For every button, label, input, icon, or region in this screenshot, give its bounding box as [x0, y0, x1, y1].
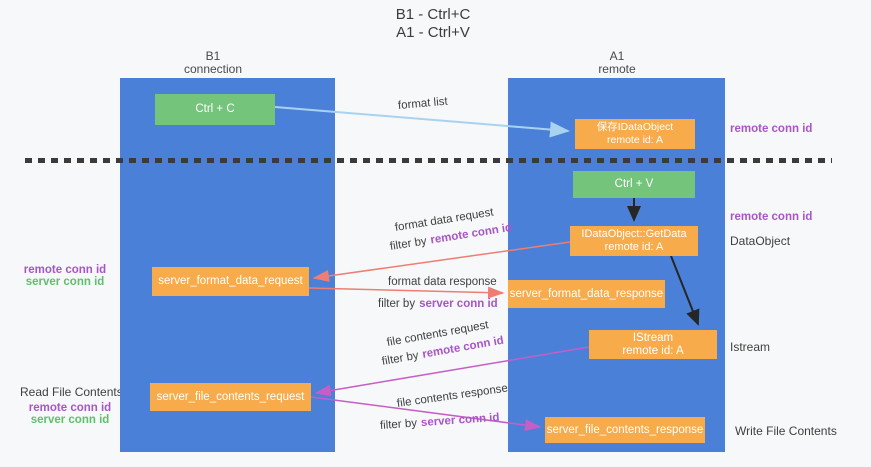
column-a1-name: A1 — [609, 49, 625, 63]
server-format-data-request-label: server_format_data_request — [158, 275, 303, 287]
filter-by-text: filter by — [379, 417, 418, 432]
label-format-list: format list — [397, 95, 449, 112]
node-server-file-contents-request: server_file_contents_request — [150, 383, 311, 411]
label-remote-conn-id-top-right: remote conn id — [730, 123, 813, 135]
istream-line2: remote id: A — [622, 344, 684, 357]
label-read-file-contents: Read File Contents — [20, 385, 123, 399]
node-idataobject-getdata: IDataObject::GetData remote id: A — [570, 226, 698, 256]
label-remote-conn-id-mid-right: remote conn id — [730, 211, 813, 223]
column-b1-name: B1 — [205, 49, 221, 63]
diagram-title: B1 - Ctrl+C A1 - Ctrl+V — [333, 6, 533, 42]
server-conn-id-text: server conn id — [419, 298, 498, 310]
ctrl-v-label: Ctrl + V — [614, 178, 654, 190]
server-format-data-response-label: server_format_data_response — [509, 287, 664, 300]
node-ctrl-c: Ctrl + C — [155, 94, 275, 125]
filter-by-text: filter by — [378, 298, 416, 310]
filter-by-text: filter by — [389, 235, 428, 253]
column-a1-role: remote — [598, 62, 636, 76]
label-dataobject: DataObject — [730, 234, 791, 248]
save-idataobject-line1: 保存IDataObject — [596, 121, 674, 133]
server-file-contents-request-label: server_file_contents_request — [156, 390, 305, 403]
label-file-contents-response: file contents response — [396, 382, 509, 410]
filter-by-text: filter by — [380, 349, 420, 368]
node-server-file-contents-response: server_file_contents_response — [545, 417, 705, 443]
session-divider-dashed-line — [25, 158, 832, 163]
label-format-data-response: format data response — [388, 276, 497, 288]
node-ctrl-v: Ctrl + V — [573, 171, 695, 198]
label-remote-conn-id-mid-left: remote conn id — [23, 264, 107, 276]
label-server-conn-id-mid-left: server conn id — [25, 276, 105, 288]
node-istream: IStream remote id: A — [589, 330, 717, 359]
server-file-contents-response-label: server_file_contents_response — [546, 423, 704, 436]
title-line-2: A1 - Ctrl+V — [396, 24, 470, 41]
label-istream: Istream — [730, 340, 771, 354]
node-save-idataobject: 保存IDataObject remote id: A — [575, 119, 695, 149]
label-write-file-contents: Write File Contents — [735, 424, 837, 438]
label-group-conn-ids-mid-left: remote conn id server conn id — [15, 264, 115, 288]
label-server-conn-id-bottom-left: server conn id — [30, 414, 110, 426]
node-server-format-data-request: server_format_data_request — [152, 267, 309, 296]
node-server-format-data-response: server_format_data_response — [508, 280, 665, 308]
server-conn-id-text: server conn id — [420, 411, 500, 430]
column-header-b1: B1 connection — [153, 50, 273, 76]
label-group-read-file-contents: Read File Contents remote conn id server… — [20, 385, 123, 426]
label-remote-conn-id-bottom-left: remote conn id — [28, 402, 112, 414]
istream-line1: IStream — [632, 331, 674, 344]
column-b1-role: connection — [183, 62, 243, 76]
getdata-line2: remote id: A — [604, 241, 664, 253]
getdata-line1: IDataObject::GetData — [581, 228, 687, 240]
title-line-1: B1 - Ctrl+C — [395, 6, 471, 23]
ctrl-c-label: Ctrl + C — [195, 103, 235, 115]
save-idataobject-line2: remote id: A — [606, 134, 664, 146]
column-header-a1: A1 remote — [557, 50, 677, 76]
edge-format-data-response — [308, 286, 505, 299]
